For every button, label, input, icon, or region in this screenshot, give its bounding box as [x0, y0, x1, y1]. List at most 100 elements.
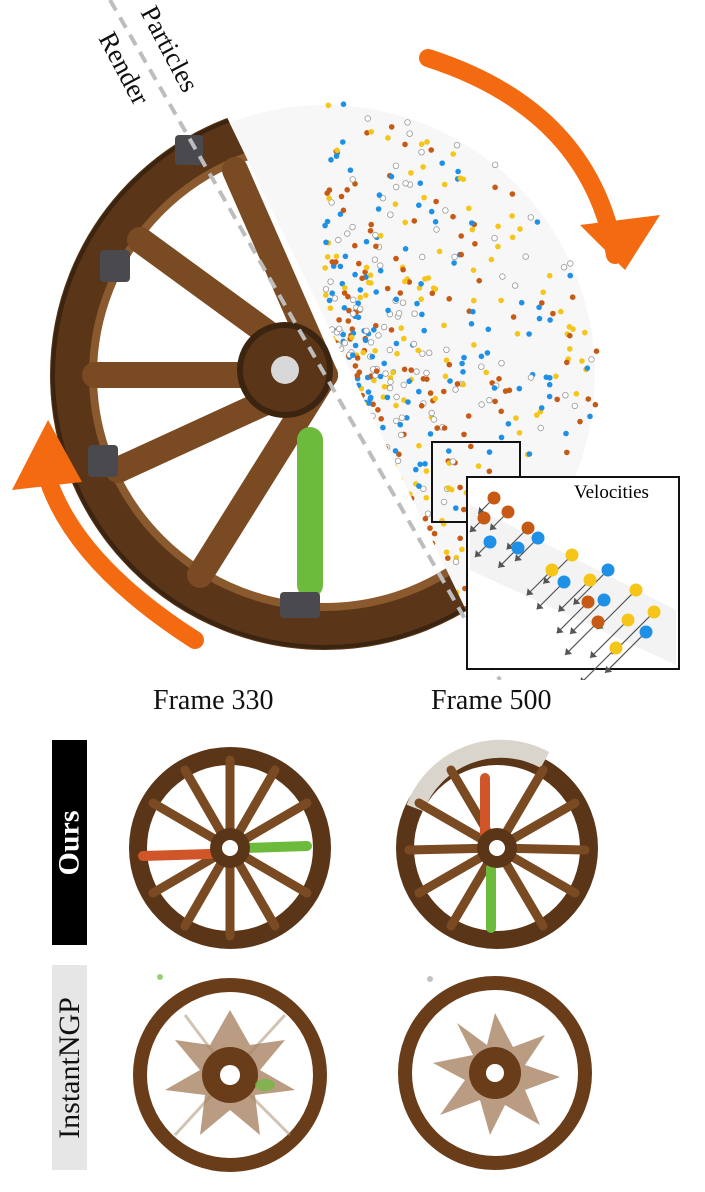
particle: [337, 263, 344, 270]
particle: [499, 273, 506, 280]
particle: [470, 267, 477, 274]
particle: [335, 557, 342, 564]
inset-particle: [531, 531, 545, 545]
particle: [427, 431, 434, 437]
velocity-arrowhead: [514, 554, 522, 562]
particle: [564, 359, 570, 366]
particle: [339, 280, 346, 287]
particle: [587, 413, 593, 420]
particle: [491, 385, 498, 391]
particle: [323, 239, 329, 246]
particle: [322, 265, 329, 271]
particle: [323, 476, 331, 483]
particle: [526, 331, 532, 337]
particle: [342, 253, 349, 260]
particle: [427, 525, 433, 531]
particle: [509, 213, 515, 219]
particle: [352, 427, 359, 433]
particle: [350, 296, 357, 303]
particle: [346, 307, 352, 314]
particle: [340, 207, 347, 214]
velocity-arrow: [569, 599, 605, 635]
velocity-arrowhead: [498, 560, 506, 568]
particle: [350, 437, 356, 444]
particle: [422, 461, 428, 467]
particle: [393, 255, 399, 262]
particle: [378, 416, 385, 422]
particle: [593, 348, 600, 355]
particle: [332, 437, 339, 443]
particle: [366, 400, 372, 406]
particle: [372, 231, 379, 239]
particle: [443, 549, 450, 555]
particle: [475, 463, 482, 469]
particle: [329, 335, 336, 342]
particle: [492, 184, 498, 191]
instantngp-frame-500-image: [398, 976, 592, 1170]
particle: [402, 141, 408, 148]
particle: [402, 219, 409, 226]
particle: [420, 485, 427, 493]
particle: [588, 356, 595, 363]
particle: [410, 340, 418, 348]
rotation-arrow-top: [419, 49, 660, 270]
particle: [461, 354, 467, 361]
particle: [377, 373, 384, 380]
particle: [354, 403, 361, 410]
particle: [336, 325, 343, 333]
particle: [340, 139, 346, 145]
particle: [455, 168, 461, 175]
particle: [440, 498, 448, 506]
velocity-arrowhead: [558, 604, 566, 612]
particle: [442, 207, 449, 214]
particle: [457, 175, 464, 181]
particle: [388, 124, 395, 130]
particle: [349, 223, 356, 231]
particle: [397, 290, 404, 296]
particle: [399, 299, 407, 306]
particle: [343, 452, 350, 459]
particle: [537, 424, 544, 432]
particle: [370, 437, 376, 444]
particle: [349, 384, 356, 390]
particle: [372, 484, 380, 491]
particle: [397, 520, 405, 528]
particle: [403, 555, 409, 562]
particle: [441, 322, 447, 329]
particle: [351, 440, 357, 446]
inset-particle: [487, 491, 501, 505]
particle: [419, 253, 426, 261]
inset-particle: [597, 593, 611, 607]
particle: [326, 462, 333, 469]
particle: [372, 348, 378, 354]
particle: [359, 392, 365, 399]
particle: [442, 373, 449, 380]
particle: [354, 414, 361, 421]
particle: [382, 445, 389, 451]
particle: [465, 413, 472, 419]
particle: [418, 281, 424, 287]
particle: [361, 504, 368, 511]
particle: [333, 253, 340, 260]
particle: [502, 388, 509, 394]
particle: [491, 161, 499, 168]
particle: [416, 285, 423, 291]
particle: [567, 332, 573, 339]
particle: [457, 535, 464, 542]
particle: [424, 376, 430, 383]
particle: [357, 287, 364, 293]
particle: [325, 102, 332, 109]
particle: [350, 409, 356, 415]
particle: [389, 466, 396, 473]
particle: [393, 340, 400, 347]
particle: [570, 326, 576, 332]
velocity-arrowhead: [580, 676, 585, 680]
particle: [325, 499, 332, 505]
particle: [397, 476, 404, 483]
particle: [381, 383, 388, 390]
particle: [505, 421, 512, 427]
particle: [433, 198, 439, 205]
particle: [406, 378, 413, 385]
particle: [367, 557, 374, 565]
particle: [579, 358, 585, 364]
